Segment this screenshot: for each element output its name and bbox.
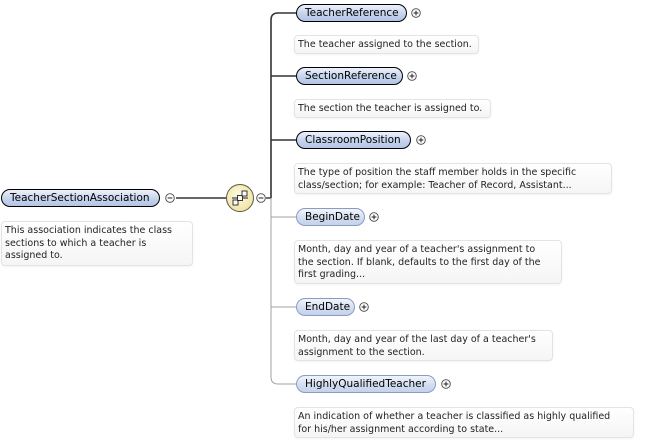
element-section-reference[interactable]: SectionReference — [296, 67, 403, 85]
element-label: SectionReference — [305, 70, 397, 82]
sequence-compositor-icon[interactable] — [225, 183, 255, 213]
begin-date-expand-icon[interactable] — [369, 212, 379, 222]
highly-qualified-teacher-documentation: An indication of whether a teacher is cl… — [294, 407, 634, 438]
section-reference-expand-icon[interactable] — [407, 71, 417, 81]
element-classroom-position[interactable]: ClassroomPosition — [296, 131, 411, 149]
element-teacher-reference[interactable]: TeacherReference — [296, 4, 407, 22]
doc-line: An indication of whether a teacher is cl… — [298, 411, 611, 422]
root-documentation: This association indicates the class sec… — [1, 221, 193, 266]
doc-line: The section the teacher is assigned to. — [298, 103, 483, 114]
doc-line: first grading... — [298, 269, 366, 280]
root-doc-line: assigned to. — [5, 250, 63, 261]
doc-line: Month, day and year of a teacher's assig… — [298, 244, 536, 255]
root-doc-line: sections to which a teacher is — [5, 237, 147, 249]
doc-line: for his/her assignment according to stat… — [298, 423, 504, 435]
element-highly-qualified-teacher[interactable]: HighlyQualifiedTeacher — [296, 375, 436, 393]
doc-line: assignment to the section. — [298, 346, 425, 358]
sequence-collapse-icon[interactable] — [256, 193, 266, 203]
highly-qualified-teacher-expand-icon[interactable] — [441, 379, 451, 389]
doc-line: The teacher assigned to the section. — [298, 39, 472, 50]
doc-line: The type of position the staff member ho… — [298, 167, 577, 178]
classroom-position-expand-icon[interactable] — [416, 135, 426, 145]
root-doc-line: This association indicates the class — [5, 225, 172, 236]
element-label: ClassroomPosition — [305, 134, 401, 146]
root-collapse-icon[interactable] — [165, 193, 175, 203]
root-element-label: TeacherSectionAssociation — [10, 192, 150, 204]
doc-line: Month, day and year of the last day of a… — [298, 334, 536, 345]
end-date-documentation: Month, day and year of the last day of a… — [294, 330, 553, 361]
teacher-reference-expand-icon[interactable] — [411, 8, 421, 18]
end-date-expand-icon[interactable] — [359, 302, 369, 312]
root-element-teacher-section-association[interactable]: TeacherSectionAssociation — [1, 189, 160, 207]
section-reference-documentation: The section the teacher is assigned to. — [294, 99, 491, 118]
trunk-optional — [270, 198, 296, 385]
element-label: BeginDate — [305, 211, 360, 223]
element-label: EndDate — [305, 301, 351, 313]
element-begin-date[interactable]: BeginDate — [296, 208, 365, 226]
doc-line: class/section; for example: Teacher of R… — [298, 179, 572, 191]
teacher-reference-documentation: The teacher assigned to the section. — [294, 35, 479, 54]
doc-line: the section. If blank, defaults to the f… — [298, 256, 541, 268]
trunk-required — [270, 12, 296, 198]
element-label: HighlyQualifiedTeacher — [305, 378, 426, 390]
element-label: TeacherReference — [305, 7, 399, 19]
classroom-position-documentation: The type of position the staff member ho… — [294, 163, 612, 194]
element-end-date[interactable]: EndDate — [296, 298, 355, 316]
begin-date-documentation: Month, day and year of a teacher's assig… — [294, 240, 562, 284]
